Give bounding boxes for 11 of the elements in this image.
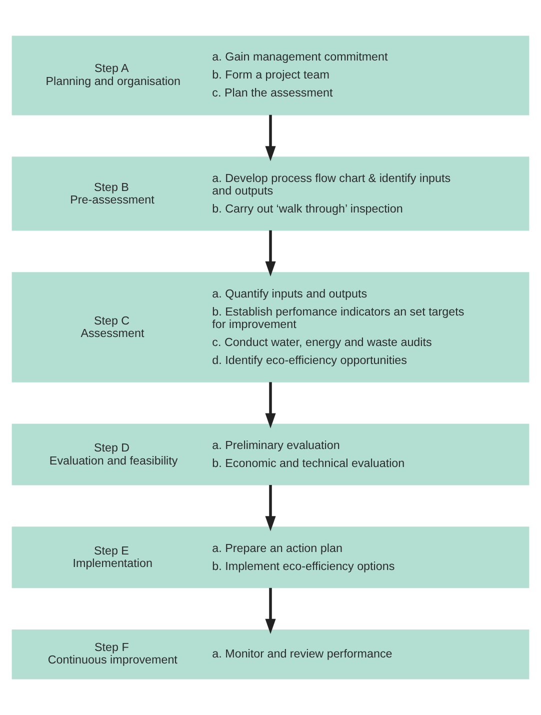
- node-box: Step A Planning and organisation a. Gain management commitment b. Form a project team c. Plan the assessment: [12, 36, 530, 116]
- arrow: [265, 382, 276, 428]
- node-box: Step D Evaluation and feasibility a. Preliminary evaluation b. Economic and technical evaluation: [12, 424, 530, 486]
- arrow: [265, 230, 276, 276]
- node-box: Step B Pre-assessment a. Develop process flow chart & identify inputs and outputs b. Carry out ‘walk through’ inspection: [12, 156, 530, 231]
- arrow: [265, 484, 276, 532]
- node-box: Step F Continuous improvement a. Monitor and review performance: [12, 629, 530, 680]
- node-box: Step E Implementation a. Prepare an action plan b. Implement eco-efficiency options: [12, 526, 530, 588]
- arrow: [265, 588, 276, 634]
- arrow: [265, 114, 276, 162]
- node-box: Step C Assessment a. Quantify inputs and outputs b. Establish perfomance indicators an set targets for improvement c. Conduct water, energy and waste audits d. Identify eco-efficiency opportunities: [12, 272, 530, 382]
